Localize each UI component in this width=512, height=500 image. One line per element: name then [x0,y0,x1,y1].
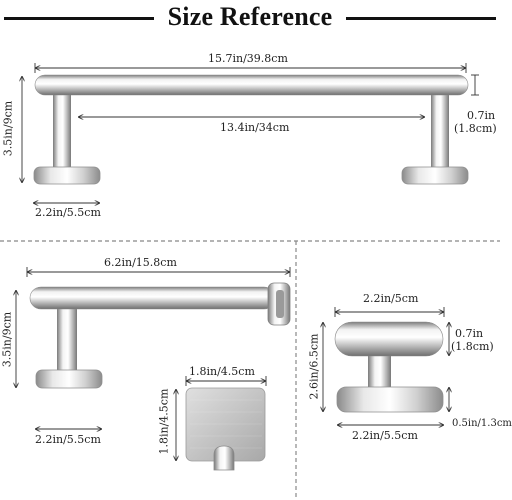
towel-bar-rod [34,74,469,96]
paper-holder-dimensions [16,267,291,429]
paper-holder-illustration [29,282,291,389]
towel-bar-overall-length-label: 15.7in/39.8cm [208,52,288,65]
towel-bar-inner-length-label: 13.4in/34cm [220,121,290,134]
paper-holder-base-label: 2.2in/5.5cm [35,433,101,446]
robe-hook-diameter-in-label: 0.7in [455,327,484,340]
towel-bar-diameter-cm-label: (1.8cm) [454,122,497,135]
adhesive-hook-illustration [185,387,266,471]
paper-holder-arm [29,286,276,310]
adhesive-hook-clip [213,445,235,471]
towel-bar-right-post [431,92,449,172]
robe-hook-bar [334,321,444,357]
robe-hook-width-label: 2.2in/5cm [363,292,419,305]
towel-bar-illustration [33,74,469,185]
robe-hook-height-label: 2.6in/6.5cm [307,333,321,400]
towel-bar-left-post [53,92,71,172]
adhesive-hook-dimensions [176,376,267,461]
robe-hook-illustration [334,321,444,413]
towel-bar-height-label: 3.5in/9cm [1,100,15,157]
page-title: Size Reference [167,2,333,31]
towel-bar-left-base [33,166,101,185]
robe-hook-thickness-label: 0.5in/1.3cm [452,418,512,429]
adhesive-hook-height-label: 1.8in/4.5cm [157,388,171,455]
paper-holder-base [35,369,103,389]
towel-bar-base-label: 2.2in/5.5cm [35,206,101,219]
title-rule-left [4,17,154,20]
robe-hook-base-label: 2.2in/5.5cm [352,429,418,442]
product-illustrations [0,63,500,500]
paper-holder-post [57,305,77,377]
robe-hook-dimensions [323,307,449,425]
towel-bar-right-base [401,166,469,185]
paper-holder-height-label: 3.5in/9cm [0,311,14,368]
robe-hook-diameter-cm-label: (1.8cm) [451,340,494,353]
robe-hook-base [336,386,444,413]
towel-bar-diameter-in-label: 0.7in [467,109,496,122]
title-rule-right [346,17,496,20]
towel-bar-dimensions [22,63,479,203]
adhesive-hook-width-label: 1.8in/4.5cm [189,365,255,378]
paper-holder-length-label: 6.2in/15.8cm [104,256,177,269]
